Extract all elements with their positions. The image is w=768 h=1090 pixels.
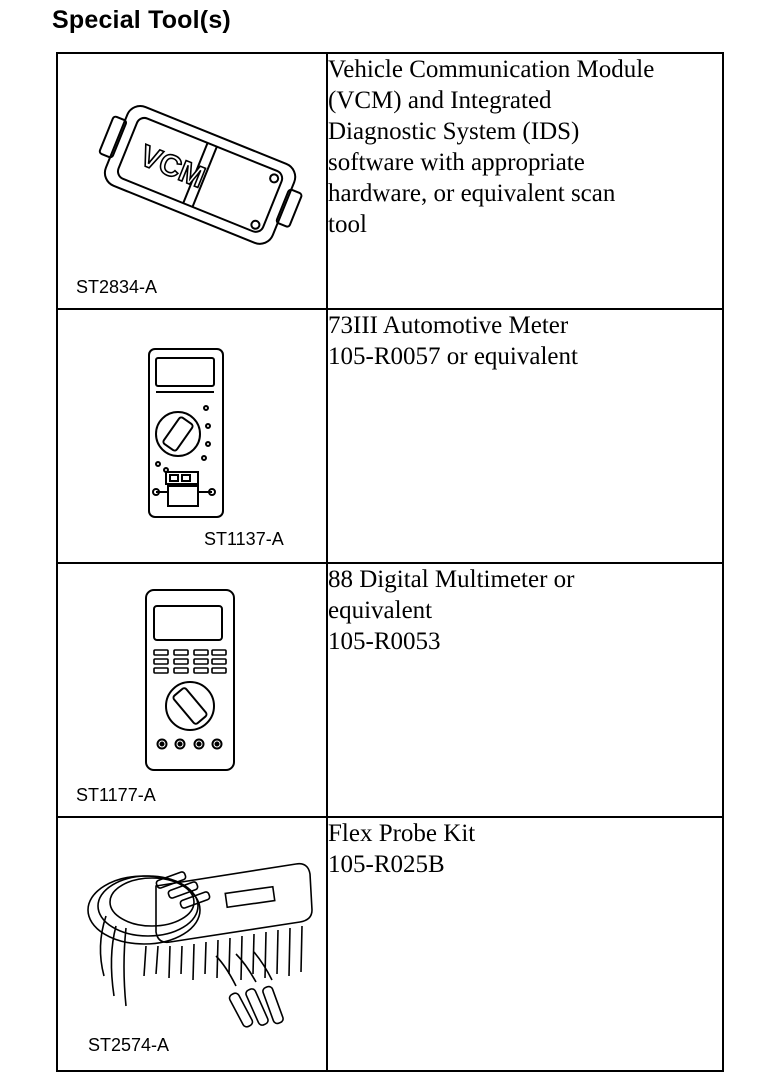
tool-description-cell: 73III Automotive Meter 105-R0057 or equi… (326, 308, 724, 564)
section-heading: Special Tool(s) (52, 6, 231, 34)
tool-description: Vehicle Communication Module (VCM) and I… (328, 56, 655, 238)
illustration-code: ST2574-A (88, 1035, 170, 1055)
illustration-code: ST1137-A (204, 529, 284, 549)
tool-row: VCM ST2834-A Vehicle Communication Modul… (56, 52, 724, 310)
tool-illustration-cell: VCM ST2834-A (56, 52, 328, 310)
tool-description: Flex Probe Kit 105-R025B (328, 820, 476, 878)
vcm-device-label: VCM (135, 139, 209, 195)
tool-row: ST1177-A 88 Digital Multimeter or equiva… (56, 562, 724, 818)
illustration-code: ST2834-A (76, 277, 158, 297)
tool-illustration-cell: ST2574-A (56, 816, 328, 1072)
vcm-module-icon: VCM (98, 105, 303, 245)
tool-description-cell: 88 Digital Multimeter or equivalent 105-… (326, 562, 724, 818)
tool-row: ST2574-A Flex Probe Kit 105-R025B (56, 816, 724, 1072)
automotive-meter-icon (148, 348, 224, 518)
tool-description-cell: Vehicle Communication Module (VCM) and I… (326, 52, 724, 310)
digital-multimeter-icon (145, 589, 235, 771)
tool-illustration-cell: ST1137-A (56, 308, 328, 564)
tool-description-cell: Flex Probe Kit 105-R025B (326, 816, 724, 1072)
illustration-code: ST1177-A (76, 785, 156, 805)
tool-row: ST1137-A 73III Automotive Meter 105-R005… (56, 308, 724, 564)
tool-description: 88 Digital Multimeter or equivalent 105-… (328, 566, 575, 655)
special-tools-table: VCM ST2834-A Vehicle Communication Modul… (56, 52, 724, 1072)
tool-description: 73III Automotive Meter 105-R0057 or equi… (328, 312, 578, 370)
tool-illustration-cell: ST1177-A (56, 562, 328, 818)
flex-probe-kit-icon (87, 862, 313, 1028)
